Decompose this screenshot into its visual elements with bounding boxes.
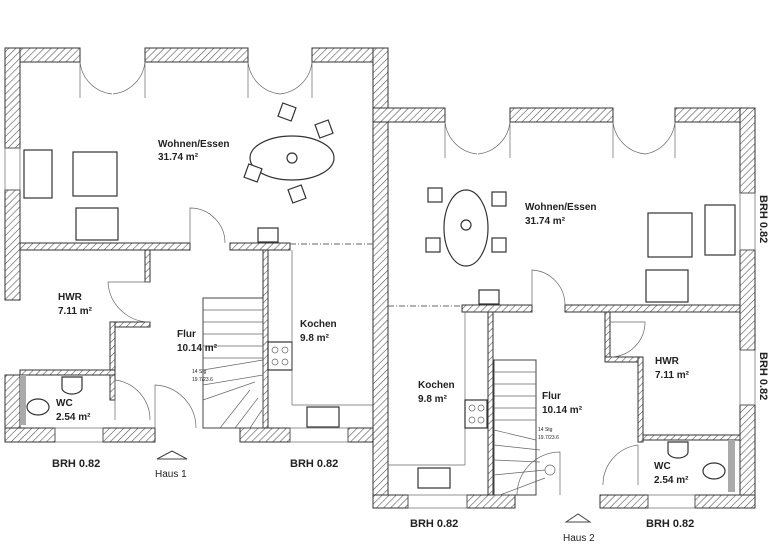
room-name: Wohnen/Essen	[158, 139, 230, 150]
wall	[461, 304, 533, 313]
room-area: 9.8 m²	[300, 333, 330, 344]
brh-label: BRH 0.82	[757, 195, 768, 243]
house-label: Haus 2	[563, 533, 595, 544]
wall	[144, 249, 151, 283]
wall	[599, 494, 649, 509]
wall	[466, 494, 516, 509]
sink-icon	[306, 406, 340, 428]
wc-wall-panel	[20, 375, 26, 425]
wall	[239, 427, 291, 443]
wall	[4, 427, 56, 443]
wall	[564, 304, 741, 313]
wall	[372, 494, 409, 509]
stove-icon	[464, 399, 488, 429]
wall	[509, 107, 614, 123]
wall	[114, 321, 151, 328]
room-name: Wohnen/Essen	[525, 202, 597, 213]
wall	[144, 47, 249, 63]
wall	[739, 404, 756, 509]
brh-label: BRH 0.82	[757, 352, 768, 400]
wall	[642, 434, 741, 441]
wall	[4, 47, 21, 149]
appliance-icon	[257, 227, 279, 243]
washbasin-icon	[61, 376, 83, 395]
wall	[694, 494, 756, 509]
haus-1-plan: Wohnen/Essen 31.74 m² HWR 7.11 m² Flur 1…	[4, 47, 389, 509]
wall	[604, 311, 611, 358]
wall	[262, 249, 269, 429]
armchair-icon	[645, 269, 689, 303]
house-label: Haus 1	[155, 469, 187, 480]
room-area: 31.74 m²	[158, 152, 199, 163]
stairs-steps: 14 Stg	[538, 427, 553, 433]
coffee-table-icon	[72, 151, 118, 197]
room-area: 7.11 m²	[58, 306, 93, 317]
room-name: Kochen	[300, 319, 337, 330]
staircase	[493, 359, 556, 496]
room-name: Flur	[542, 391, 561, 402]
room-area: 10.14 m²	[542, 405, 583, 416]
room-area: 7.11 m²	[655, 370, 690, 381]
wall	[739, 249, 756, 351]
washbasin-icon	[667, 441, 689, 459]
room-name: Flur	[177, 329, 196, 340]
toilet-icon	[702, 462, 726, 480]
armchair-icon	[75, 207, 119, 241]
toilet-icon	[26, 398, 50, 416]
wall	[229, 242, 291, 251]
wall	[19, 369, 116, 376]
wall	[4, 189, 21, 301]
armchair-icon	[704, 204, 736, 256]
stairs-steps: 14 Stg	[192, 369, 207, 375]
appliance-icon	[478, 289, 500, 305]
wall	[109, 321, 116, 401]
brh-label: BRH 0.82	[410, 518, 458, 530]
sink-icon	[417, 467, 451, 489]
room-area: 31.74 m²	[525, 216, 566, 227]
brh-label: BRH 0.82	[52, 458, 100, 470]
wall	[19, 242, 191, 251]
armchair-icon	[23, 149, 53, 199]
wall	[487, 311, 494, 496]
stairs-ratio: 19.7/23.6	[192, 377, 213, 383]
room-name: Kochen	[418, 380, 455, 391]
wc-wall-panel	[728, 440, 735, 492]
wall	[372, 107, 446, 123]
entrance-arrow-icon	[156, 450, 188, 460]
wall	[604, 356, 641, 363]
room-area: 2.54 m²	[56, 412, 91, 423]
haus-2-plan: Wohnen/Essen 31.74 m² Kochen 9.8 m² Flur…	[372, 107, 768, 544]
staircase	[202, 297, 264, 429]
coffee-table-icon	[647, 212, 693, 258]
room-area: 2.54 m²	[654, 475, 689, 486]
wall	[102, 427, 156, 443]
room-name: WC	[56, 398, 73, 409]
room-name: HWR	[58, 292, 83, 303]
dining-table-icon	[425, 187, 507, 267]
room-area: 10.14 m²	[177, 343, 218, 354]
brh-label: BRH 0.82	[290, 458, 338, 470]
stairs-ratio: 19.7/23.6	[538, 435, 559, 441]
dining-table-icon	[243, 102, 335, 204]
stove-icon	[267, 341, 293, 371]
wall	[739, 107, 756, 194]
wall	[347, 427, 374, 443]
entrance-arrow-icon	[564, 513, 592, 523]
wall	[637, 356, 644, 443]
room-area: 9.8 m²	[418, 394, 448, 405]
room-name: WC	[654, 461, 671, 472]
room-name: HWR	[655, 356, 680, 367]
brh-label: BRH 0.82	[646, 518, 694, 530]
